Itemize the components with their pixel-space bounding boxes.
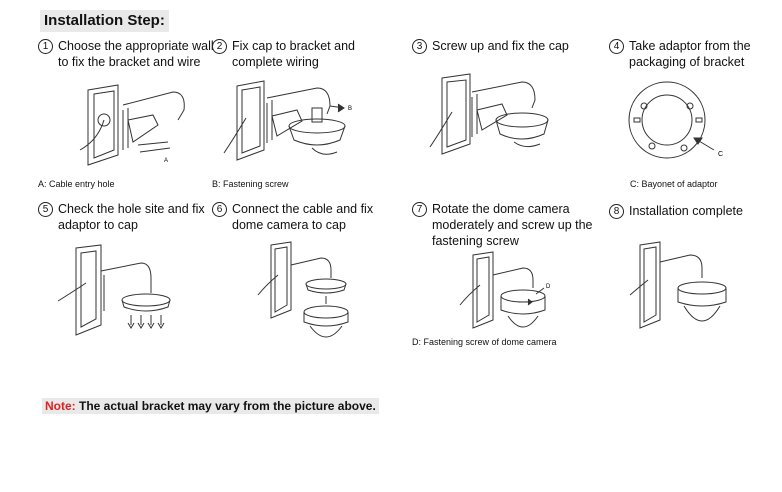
step-text: Rotate the dome camera moderately and sc… (432, 202, 593, 248)
step-3: 3 Screw up and fix the cap (412, 38, 592, 54)
step-8-illustration (630, 240, 740, 340)
step-number: 6 (212, 202, 227, 217)
step-text: Connect the cable and fix dome camera to… (232, 202, 374, 232)
step-3-illustration (430, 72, 560, 167)
step-4: 4 Take adaptor from the packaging of brac… (609, 38, 782, 70)
step-text: Screw up and fix the cap (432, 39, 569, 53)
step-number: 5 (38, 202, 53, 217)
callout-a: A (164, 158, 168, 164)
page-title: Installation Step: (40, 10, 169, 32)
step-7: 7 Rotate the dome camera moderately and s… (412, 201, 602, 249)
step-5-illustration (56, 243, 176, 338)
step-6: 6 Connect the cable and fix dome camera t… (212, 201, 392, 233)
step-1: 1 Choose the appropriate wall to fix the … (38, 38, 218, 70)
callout-d: D (546, 284, 551, 290)
step-text: Installation complete (629, 204, 743, 218)
caption-b: B: Fastening screw (212, 179, 289, 189)
step-number: 7 (412, 202, 427, 217)
step-number: 3 (412, 39, 427, 54)
step-number: 4 (609, 39, 624, 54)
step-text: Check the hole site and fix adaptor to c… (58, 202, 205, 232)
step-6-illustration (256, 240, 366, 350)
step-number: 2 (212, 39, 227, 54)
callout-b: B (348, 106, 352, 112)
step-number: 1 (38, 39, 53, 54)
step-text: Take adaptor from the packaging of brack… (629, 39, 751, 69)
step-text: Fix cap to bracket and complete wiring (232, 39, 355, 69)
step-1-illustration: A (78, 80, 198, 175)
caption-c: C: Bayonet of adaptor (630, 179, 718, 189)
caption-a: A: Cable entry hole (38, 179, 115, 189)
step-8: 8 Installation complete (609, 203, 782, 219)
step-text: Choose the appropriate wall to fix the b… (58, 39, 214, 69)
step-5: 5 Check the hole site and fix adaptor to … (38, 201, 218, 233)
step-7-illustration: D (458, 250, 551, 345)
disclaimer-note: Note: The actual bracket may vary from t… (42, 398, 379, 414)
caption-d: D: Fastening screw of dome camera (412, 337, 557, 347)
step-2-illustration: B (222, 78, 352, 173)
callout-c: C (718, 151, 723, 158)
note-label: Note: (45, 399, 76, 413)
note-text: The actual bracket may vary from the pic… (75, 399, 376, 413)
step-number: 8 (609, 204, 624, 219)
step-4-illustration: C (622, 78, 723, 173)
step-2: 2 Fix cap to bracket and complete wiring (212, 38, 392, 70)
